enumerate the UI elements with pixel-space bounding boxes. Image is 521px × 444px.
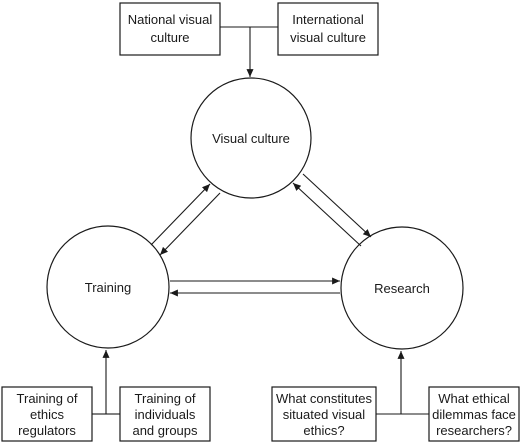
edge-training-to-visual-culture	[150, 183, 211, 246]
research-label: Research	[374, 281, 430, 296]
visual-culture-label: Visual culture	[212, 131, 290, 146]
what-ethical-dilemmas-face-researchers-label-line-3: researchers?	[436, 423, 512, 438]
edge-visual-culture-to-research	[302, 173, 372, 238]
training-of-ethics-regulators-label-line-1: Training of	[17, 391, 78, 406]
international-visual-culture-label-line-2: visual culture	[290, 30, 366, 45]
training-of-ethics-regulators-node: Training of ethics regulators	[1, 386, 93, 442]
international-visual-culture-node: International visual culture	[277, 2, 379, 56]
what-ethical-dilemmas-face-researchers-node: What ethical dilemmas face researchers?	[428, 386, 520, 442]
training-of-individuals-and-groups-label-line-1: Training of	[135, 391, 196, 406]
training-node: Training	[46, 225, 170, 349]
visual-culture-node: Visual culture	[190, 77, 312, 199]
what-ethical-dilemmas-face-researchers-label-line-1: What ethical	[438, 391, 510, 406]
edge-research-to-visual-culture	[292, 182, 362, 247]
what-constitutes-situated-visual-ethics-node: What constitutes situated visual ethics?	[271, 386, 377, 442]
training-of-individuals-and-groups-label-line-3: and groups	[132, 423, 198, 438]
training-of-ethics-regulators-label-line-3: regulators	[18, 423, 76, 438]
what-constitutes-situated-visual-ethics-label-line-3: ethics?	[303, 423, 344, 438]
research-node: Research	[340, 226, 464, 350]
international-visual-culture-label-line-1: International	[292, 12, 364, 27]
what-constitutes-situated-visual-ethics-label-line-2: situated visual	[283, 407, 365, 422]
training-label: Training	[85, 280, 131, 295]
training-of-ethics-regulators-label-line-2: ethics	[30, 407, 64, 422]
training-of-individuals-and-groups-label-line-2: individuals	[135, 407, 196, 422]
national-visual-culture-label-line-1: National visual	[128, 12, 213, 27]
training-of-individuals-and-groups-node: Training of individuals and groups	[119, 386, 211, 442]
what-constitutes-situated-visual-ethics-label-line-1: What constitutes	[276, 391, 373, 406]
edge-visual-culture-to-training	[159, 192, 221, 256]
national-visual-culture-label-line-2: culture	[150, 30, 189, 45]
what-ethical-dilemmas-face-researchers-label-line-2: dilemmas face	[432, 407, 516, 422]
national-visual-culture-node: National visual culture	[119, 2, 221, 56]
